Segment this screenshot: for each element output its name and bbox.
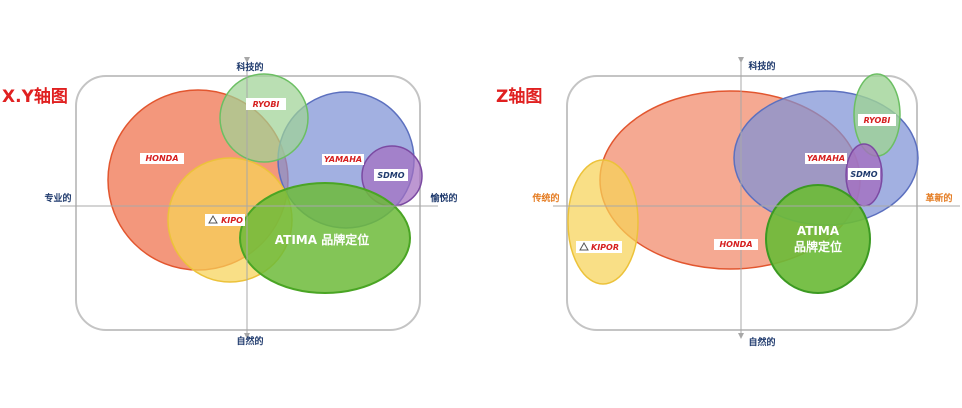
yamaha-logo-z: YAMAHA <box>805 153 847 164</box>
ryobi-logo-z-text: RYOBI <box>864 116 891 125</box>
sdmo-logo-z-text: SDMO <box>850 170 877 179</box>
panel-z: Z轴图 科技的 自然的 传统的 革新的 RYOBI YAMAHA SDMO <box>496 57 960 348</box>
yamaha-logo-z-text: YAMAHA <box>807 154 845 163</box>
kipor-bubble-z <box>567 159 639 285</box>
panel-xy-title: X.Y轴图 <box>2 86 68 107</box>
kipor-logo-z: KIPOR <box>576 241 622 253</box>
atima-label-z-line1: ATIMA <box>797 224 840 238</box>
ryobi-logo: RYOBI <box>246 98 286 110</box>
panel-xy-axis-right-label: 愉悦的 <box>430 192 457 204</box>
honda-logo: HONDA <box>140 153 184 164</box>
panel-xy-axis-bottom-label: 自然的 <box>236 335 263 347</box>
ryobi-logo-z: RYOBI <box>858 114 896 126</box>
sdmo-logo: SDMO <box>374 169 408 181</box>
atima-bubble-z <box>765 184 871 294</box>
ryobi-bubble <box>219 73 309 163</box>
panel-xy: X.Y轴图 科技的 自然的 专业的 愉悦的 RYOBI HONDA YAMAHA <box>2 57 458 347</box>
panel-xy-axis-left-label: 专业的 <box>44 192 71 204</box>
yamaha-logo: YAMAHA <box>322 154 364 165</box>
kipor-logo-text: KIPO <box>221 216 243 225</box>
triangle-icon <box>208 214 218 224</box>
sdmo-logo-z: SDMO <box>848 168 880 180</box>
honda-logo-z: HONDA <box>714 239 758 250</box>
yamaha-logo-text: YAMAHA <box>324 155 362 164</box>
triangle-icon <box>579 241 589 251</box>
panel-z-axis-top-label: 科技的 <box>748 60 775 72</box>
atima-label: ATIMA 品牌定位 <box>275 232 369 247</box>
honda-logo-text: HONDA <box>145 154 178 163</box>
panel-z-axis-left-label: 传统的 <box>531 192 559 204</box>
panel-xy-axis-top-label: 科技的 <box>236 61 263 73</box>
kipor-logo-z-text: KIPOR <box>591 243 619 252</box>
honda-logo-z-text: HONDA <box>719 240 752 249</box>
kipor-logo-partial: KIPO <box>205 214 245 226</box>
ryobi-logo-text: RYOBI <box>253 100 280 109</box>
atima-label-z-line2: 品牌定位 <box>794 239 842 254</box>
panel-z-axis-bottom-label: 自然的 <box>748 336 775 348</box>
panel-z-title: Z轴图 <box>496 86 542 107</box>
panel-z-axis-right-label: 革新的 <box>925 192 952 204</box>
atima-bubble <box>239 182 411 294</box>
sdmo-logo-text: SDMO <box>377 171 404 180</box>
